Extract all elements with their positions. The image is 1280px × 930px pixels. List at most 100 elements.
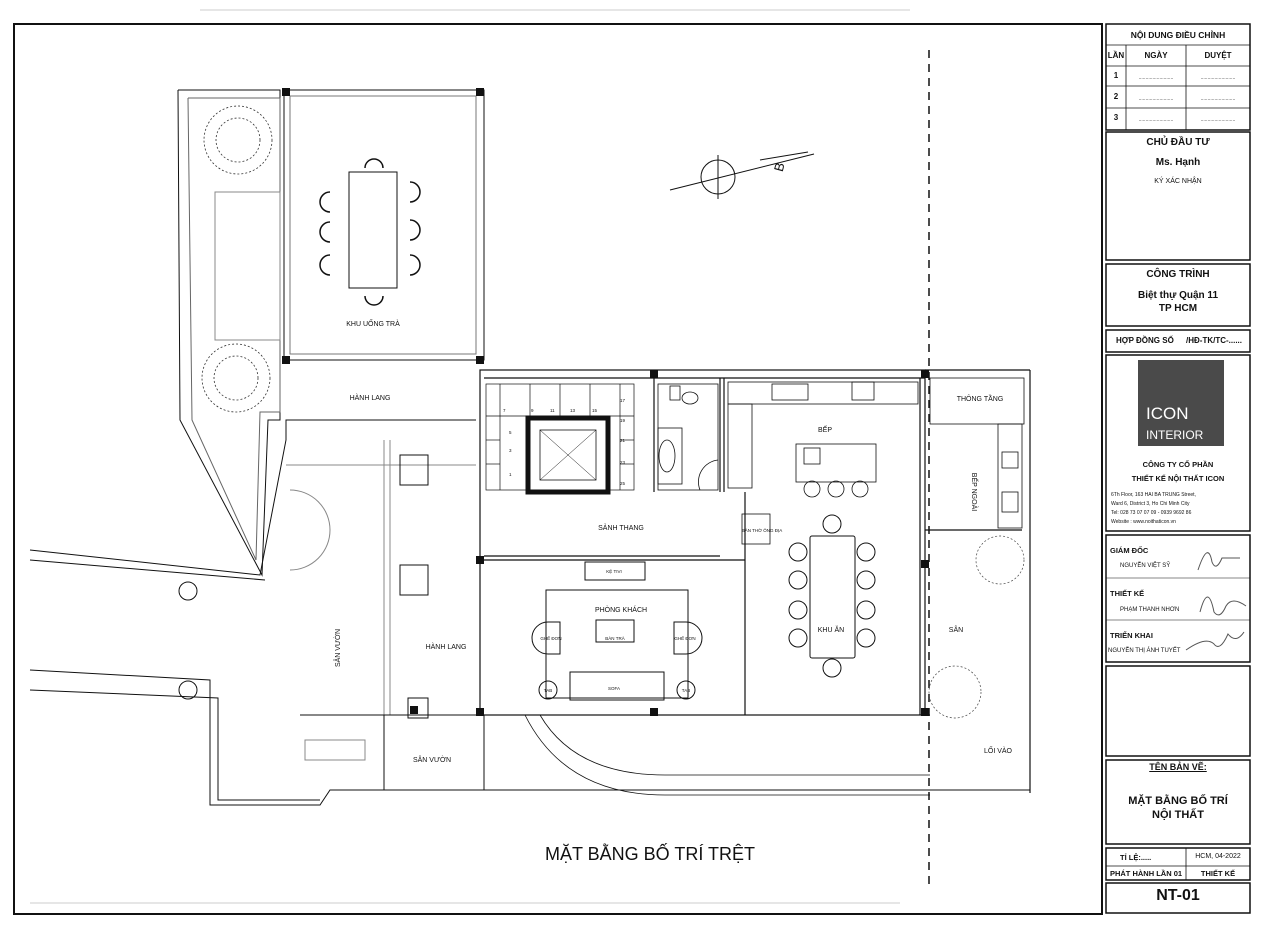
label-armchair-right: GHẾ ĐƠN (674, 635, 695, 641)
staff-name-developer: NGUYỄN THỊ ÁNH TUYẾT (1108, 648, 1181, 654)
svg-text:7: 7 (503, 408, 506, 413)
tree-icon (203, 105, 273, 175)
room-label-yard: SÂN (949, 625, 963, 634)
issue-date: HCM, 04-2022 (1195, 853, 1241, 860)
staff-rows-grid (1106, 577, 1250, 621)
staff-name-designer: PHẠM THANH NHƠN (1120, 607, 1180, 613)
svg-text:9: 9 (531, 408, 534, 413)
main-house-walls (479, 369, 1031, 793)
staff-role-director: GIÁM ĐỐC (1110, 546, 1149, 555)
revision-blank: ......................... (1200, 96, 1236, 102)
project-name-line2: TP HCM (1158, 303, 1198, 314)
logo-text-line2: INTERIOR (1146, 428, 1204, 442)
entrance-ramp (524, 714, 930, 796)
project-label: CÔNG TRÌNH (1146, 269, 1210, 280)
room-label-garden-bottom: SÂN VƯỜN (413, 755, 451, 764)
svg-text:17: 17 (620, 398, 626, 403)
chair-icon (319, 158, 421, 306)
sheet-name-line1: MẶT BẰNG BỐ TRÍ (1128, 795, 1228, 807)
label-altar: BÀN THỜ ÔNG ĐỊA (742, 527, 783, 533)
revision-row-1: 1 (1113, 71, 1119, 80)
revision-table-grid (1106, 44, 1250, 880)
company-tel: Tel: 028 73 07 07 09 - 0939 9692 86 (1111, 510, 1192, 516)
revision-blank: ......................... (1138, 75, 1174, 81)
svg-text:13: 13 (570, 408, 576, 413)
label-sofa: SOFA (608, 686, 620, 691)
revision-col-approve: DUYỆT (1204, 51, 1232, 60)
revision-heading: NỘI DUNG ĐIỀU CHỈNH (1130, 30, 1226, 40)
svg-text:21: 21 (620, 438, 626, 443)
revision-row-2: 2 (1113, 92, 1119, 101)
label-tea-table: BÀN TRÀ (605, 635, 624, 641)
room-label-outdoor-kitchen: BẾP NGOÀI (970, 473, 980, 511)
revision-blank: ......................... (1200, 75, 1236, 81)
room-label-entrance: LỐI VÀO (984, 745, 1013, 755)
room-label-dining: KHU ĂN (818, 625, 844, 634)
north-label: B (771, 161, 788, 173)
room-label-kitchen: BẾP (818, 424, 832, 434)
drawing-title: MẶT BẰNG BỐ TRÍ TRỆT (545, 843, 755, 864)
svg-text:3: 3 (509, 448, 512, 453)
room-label-void: THÔNG TẦNG (957, 393, 1004, 403)
label-tv-shelf: KỆ TIVI (606, 567, 621, 574)
sheet-name-line2: NỘI THẤT (1152, 809, 1204, 821)
dining-set (788, 514, 876, 678)
north-arrow-icon (669, 151, 815, 199)
label-side-table-left: TAB (544, 688, 552, 693)
signature-icon (1185, 552, 1247, 651)
revision-blank: ......................... (1200, 117, 1236, 123)
revision-row-3: 3 (1113, 113, 1119, 122)
tree-icon (201, 343, 271, 413)
owner-label: CHỦ ĐẦU TƯ (1146, 137, 1210, 148)
scale-label: TỈ LỆ:..... (1120, 853, 1152, 862)
room-label-tea-area: KHU UỐNG TRÀ (346, 318, 400, 328)
sheet-frame (13, 23, 1103, 915)
issue-stage: THIẾT KẾ (1200, 869, 1236, 878)
company-address-1: 6Th Floor, 163 HAI BA TRUNG Street, (1111, 492, 1196, 498)
owner-name: Ms. Hạnh (1155, 157, 1201, 168)
svg-text:15: 15 (592, 408, 598, 413)
svg-text:5: 5 (509, 430, 512, 435)
title-block-frame (1105, 23, 1251, 914)
site-outline (29, 419, 1030, 806)
svg-text:23: 23 (620, 460, 626, 465)
contract-value: /HĐ-TK/TC-...... (1186, 336, 1242, 345)
label-side-table-right: TAB (682, 688, 690, 693)
label-armchair-left: GHẾ ĐƠN (540, 635, 561, 641)
svg-text:19: 19 (620, 418, 626, 423)
room-label-garden-left: SÂN VƯỜN (333, 629, 342, 667)
revision-col-date: NGÀY (1144, 51, 1168, 60)
room-label-stair-lobby: SẢNH THANG (598, 523, 644, 532)
staff-role-designer: THIẾT KẾ (1110, 589, 1145, 598)
revision-blank: ......................... (1138, 117, 1174, 123)
company-address-2: Ward 6, District 3, Ho Chi Minh City (1111, 501, 1190, 507)
living-room-set (531, 561, 703, 701)
restroom-fixtures (657, 383, 719, 491)
company-name-line2: THIẾT KẾ NỘI THẤT ICON (1131, 474, 1225, 483)
owner-sign-label: KÝ XÁC NHẬN (1154, 178, 1202, 185)
revision-col-time: LẦN (1107, 51, 1125, 60)
structural-columns (282, 88, 929, 716)
svg-text:1: 1 (509, 472, 512, 477)
elevator-shaft (525, 415, 611, 495)
kitchen-fixtures (727, 381, 919, 545)
company-website: Website : www.noithaticon.vn (1111, 519, 1176, 525)
contract-label: HỢP ĐỒNG SỐ (1116, 336, 1174, 345)
company-name-line1: CÔNG TY CỔ PHẦN (1142, 460, 1214, 469)
staff-role-developer: TRIỂN KHAI (1110, 631, 1153, 640)
room-label-living: PHÒNG KHÁCH (595, 605, 647, 614)
staff-name-director: NGUYỄN VIỆT SỸ (1120, 563, 1171, 569)
stair-step-numbers: 1 3 5 7 9 11 13 15 17 19 21 23 25 (503, 398, 626, 486)
revision-blank: ......................... (1138, 96, 1174, 102)
svg-text:25: 25 (620, 481, 626, 486)
outdoor-kitchen-counter (929, 377, 1025, 529)
logo-text-line1: ICON (1146, 404, 1189, 423)
room-label-corridor-top: HÀNH LANG (350, 393, 391, 402)
issue-label: PHÁT HÀNH LẦN 01 (1109, 869, 1183, 878)
company-logo (1138, 360, 1224, 446)
room-label-corridor-left: HÀNH LANG (426, 642, 467, 651)
project-name-line1: Biệt thự Quận 11 (1137, 290, 1219, 301)
sheet-number: NT-01 (1156, 887, 1200, 904)
tea-pavilion (177, 89, 485, 577)
